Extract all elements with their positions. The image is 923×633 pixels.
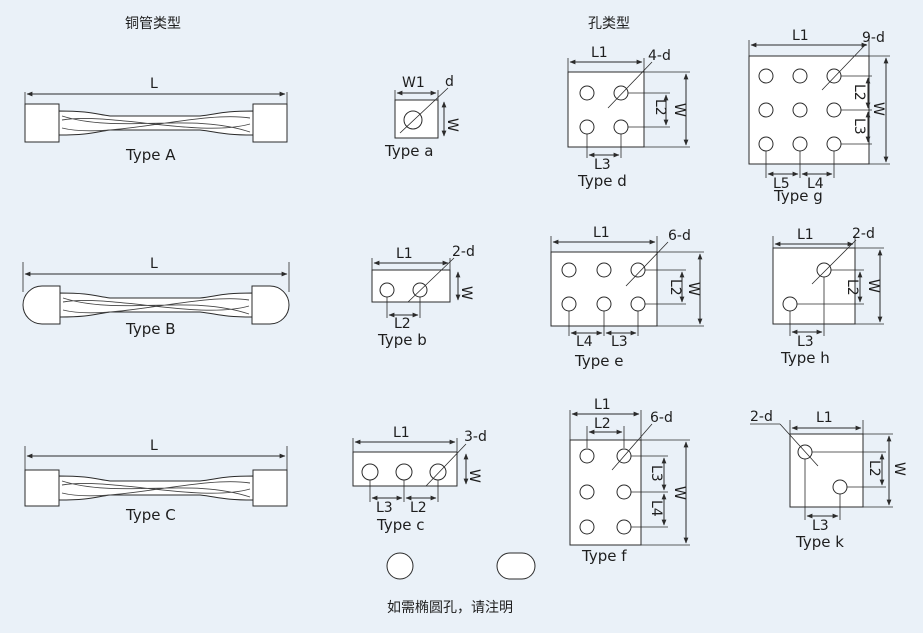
dim-label-d: 2-d xyxy=(852,226,875,242)
tube-caption-b: Type B xyxy=(125,320,176,338)
hole-caption-d: Type d xyxy=(577,172,627,190)
dim-label-l3: L3 xyxy=(376,500,393,516)
dim-label-w: W xyxy=(458,286,474,300)
hole-caption-h: Type h xyxy=(780,349,830,367)
dim-label-w: W xyxy=(865,279,881,293)
dim-label-l3: L3 xyxy=(648,465,664,482)
tube-type-b: L Type B xyxy=(22,256,290,338)
dim-label-w: W xyxy=(685,282,701,296)
hole-caption-g: Type g xyxy=(773,187,823,205)
dim-label-l2: L2 xyxy=(851,84,867,101)
dim-label-l2: L2 xyxy=(844,279,860,296)
hole-type-d: L1 4-d L2 W L3 Type d xyxy=(567,45,690,190)
dim-label-d: 6-d xyxy=(650,410,673,426)
dim-label-l4: L4 xyxy=(576,334,593,350)
dim-label-w: W xyxy=(891,462,907,476)
dim-label-l1: L1 xyxy=(393,425,410,441)
dim-label-w: W xyxy=(671,486,687,500)
dim-label-l2: L2 xyxy=(652,99,668,116)
hole-type-a: W1 W d Type a xyxy=(384,74,460,160)
hole-caption-f: Type f xyxy=(581,547,627,565)
dim-label-l: L xyxy=(150,438,158,454)
dim-label-l1: L1 xyxy=(792,28,809,44)
dim-label-l3: L3 xyxy=(611,334,628,350)
hole-type-b: L1 2-d W L2 Type b xyxy=(371,244,475,349)
hole-caption-k: Type k xyxy=(795,533,844,551)
dim-label-l1: L1 xyxy=(591,45,608,61)
heading-tube-types: 铜管类型 xyxy=(125,16,181,32)
hole-caption-e: Type e xyxy=(574,352,623,370)
dim-label-d: 2-d xyxy=(452,244,475,260)
dim-label-d: 6-d xyxy=(668,228,691,244)
dim-label-w: W xyxy=(444,118,460,132)
tube-type-a: L Type A xyxy=(24,76,288,164)
dim-label-d: 3-d xyxy=(464,429,487,445)
dim-label-l2: L2 xyxy=(667,279,683,296)
hole-caption-a: Type a xyxy=(384,142,433,160)
tube-caption-a: Type A xyxy=(125,146,176,164)
dim-label-l2: L2 xyxy=(594,416,611,432)
dim-label-l3: L3 xyxy=(797,334,814,350)
tube-caption-c: Type C xyxy=(125,506,176,524)
dim-label-w: W xyxy=(671,103,687,117)
hole-caption-c: Type c xyxy=(376,516,424,534)
oval-hole-sample xyxy=(496,552,536,580)
dim-label-d: 4-d xyxy=(648,48,671,64)
dim-label-l1: L1 xyxy=(816,410,833,426)
dim-label-l3: L3 xyxy=(594,157,611,173)
dim-label-l1: L1 xyxy=(797,227,814,243)
dim-label-l4: L4 xyxy=(648,500,664,517)
hole-type-k: L1 2-d L2 W L3 Type k xyxy=(750,409,907,551)
dim-label-w: W xyxy=(466,469,482,483)
dim-label-w1: W1 xyxy=(402,75,425,91)
dim-label-l4: L4 xyxy=(807,176,824,192)
dim-label-l3: L3 xyxy=(812,518,829,534)
dim-label-w: W xyxy=(870,102,886,116)
oval-hole-note: 如需椭圆孔，请注明 xyxy=(387,600,513,616)
dim-label-l1: L1 xyxy=(594,397,611,413)
dim-label-l: L xyxy=(150,256,158,272)
dim-label-l3: L3 xyxy=(851,118,867,135)
hole-type-g: L1 9-d L2 L3 W L5 L4 Type g xyxy=(748,28,890,205)
hole-type-f: L1 L2 6-d L3 L4 W Type f xyxy=(569,397,690,565)
dim-label-d: 2-d xyxy=(750,409,773,425)
hole-type-h: L1 2-d L2 W L3 Type h xyxy=(772,226,884,367)
hole-type-e: L1 6-d L2 W L4 L3 Type e xyxy=(550,225,704,370)
dim-label-l1: L1 xyxy=(593,225,610,241)
dim-label-d: 9-d xyxy=(862,30,885,46)
heading-hole-types: 孔类型 xyxy=(588,16,630,32)
dim-label-l2: L2 xyxy=(410,500,427,516)
dim-label-l5: L5 xyxy=(773,176,790,192)
dim-label-d: d xyxy=(445,74,454,90)
hole-caption-b: Type b xyxy=(377,331,427,349)
dim-label-l1: L1 xyxy=(396,246,413,262)
round-hole-sample xyxy=(386,552,414,580)
hole-type-c: L1 3-d W L3 L2 Type c xyxy=(352,425,487,534)
dim-label-l2: L2 xyxy=(394,316,411,332)
dim-label-l2: L2 xyxy=(866,460,882,477)
tube-type-c: L Type C xyxy=(24,438,288,524)
dim-label-l: L xyxy=(150,76,158,92)
